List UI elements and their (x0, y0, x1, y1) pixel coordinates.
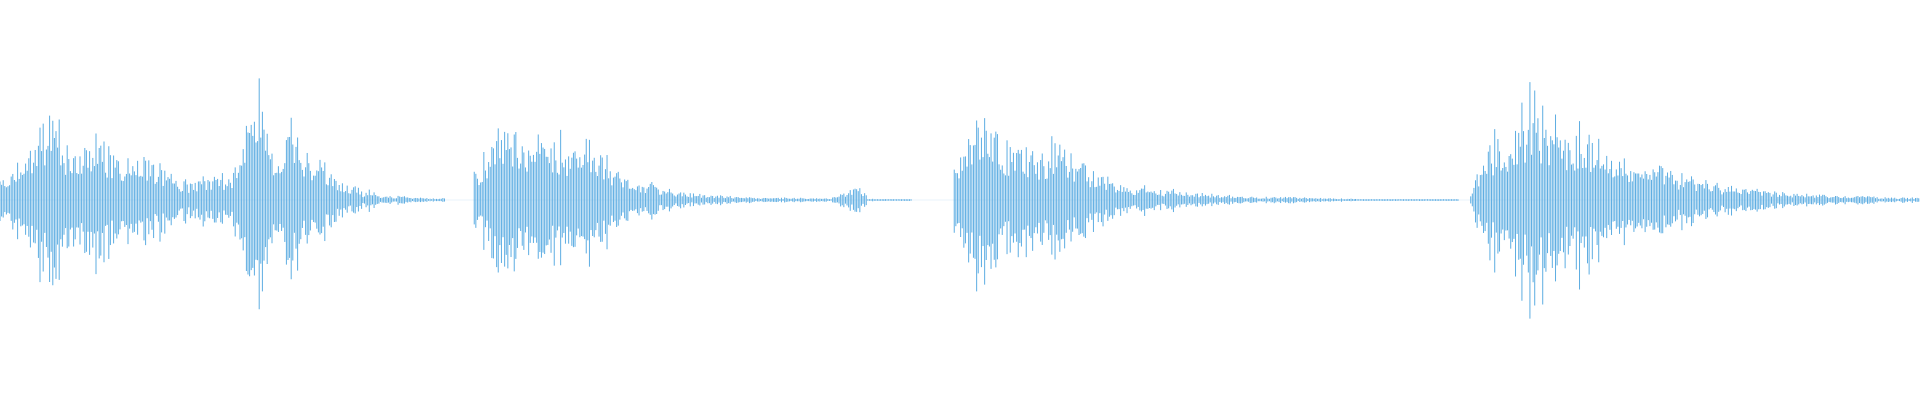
waveform-bars (0, 78, 1920, 319)
